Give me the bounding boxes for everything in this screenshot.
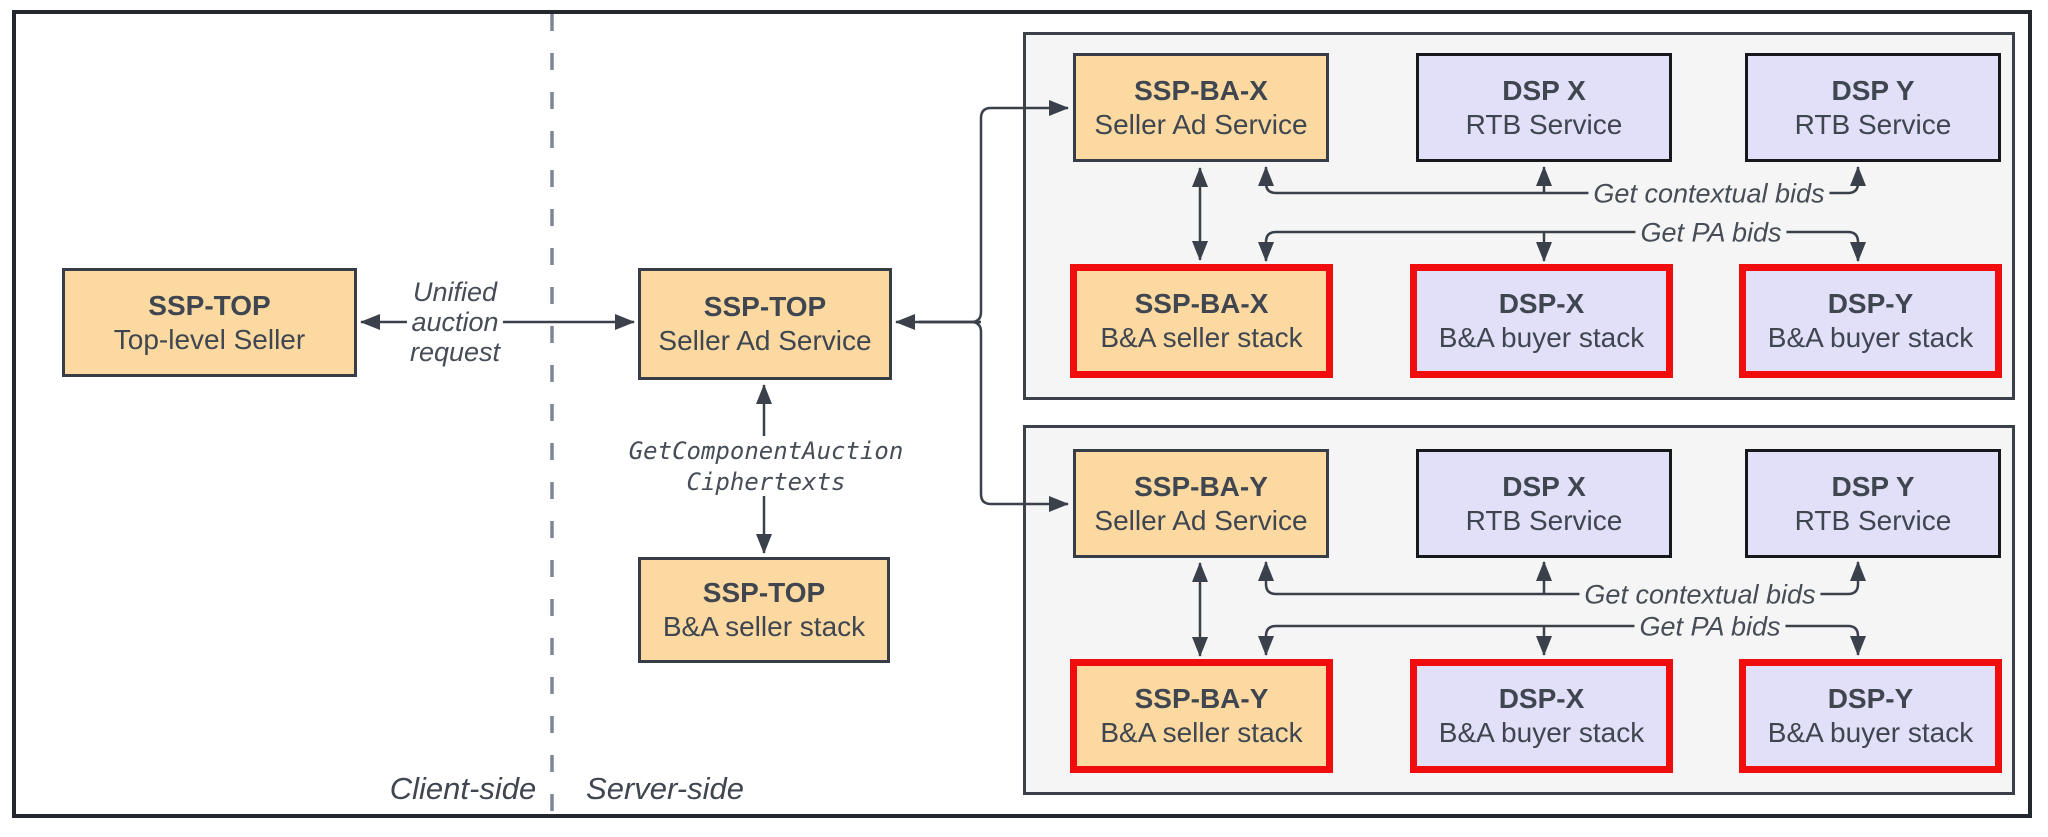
label-line: Unified <box>408 277 502 307</box>
box-subtitle: RTB Service <box>1465 108 1623 140</box>
label-line: request <box>405 337 505 367</box>
box-subtitle: B&A seller stack <box>1100 322 1303 353</box>
box-ssp-ba-x-ba-seller-stack: SSP-BA-X B&A seller stack <box>1070 264 1333 378</box>
box-ssp-ba-y-ba-seller-stack: SSP-BA-Y B&A seller stack <box>1070 659 1333 773</box>
box-subtitle: B&A buyer stack <box>1767 717 1974 748</box>
box-title: SSP-TOP <box>702 577 826 608</box>
box-ssp-top-seller-ad-service: SSP-TOP Seller Ad Service <box>638 268 892 380</box>
box-subtitle: B&A seller stack <box>1100 717 1303 748</box>
box-subtitle: Seller Ad Service <box>1094 504 1308 536</box>
box-subtitle: Top-level Seller <box>113 323 306 355</box>
box-dsp-y-rtb-service-panel-y: DSP Y RTB Service <box>1745 449 2001 558</box>
box-dsp-y-ba-buyer-stack-panel-x: DSP-Y B&A buyer stack <box>1739 264 2002 378</box>
edge-y-pa <box>1258 624 1866 656</box>
label-unified-auction-request: Unified auction request <box>405 277 505 367</box>
box-subtitle: RTB Service <box>1794 108 1952 140</box>
label-get-pa-bids-panel-y: Get PA bids <box>1634 611 1786 643</box>
box-title: SSP-BA-Y <box>1134 470 1268 502</box>
edge-x-contextual <box>1258 166 1866 195</box>
box-subtitle: B&A buyer stack <box>1767 322 1974 353</box>
edge-trunk-to-panel-y <box>919 320 1069 512</box>
zone-label-client-side: Client-side <box>389 771 537 806</box>
label-get-contextual-bids-panel-x: Get contextual bids <box>1588 178 1830 210</box>
box-title: DSP-X <box>1498 683 1585 714</box>
box-subtitle: Seller Ad Service <box>658 325 872 356</box>
box-subtitle: RTB Service <box>1465 504 1623 536</box>
edge-x-pa <box>1258 230 1866 262</box>
box-title: DSP-X <box>1498 288 1585 319</box>
box-title: SSP-BA-X <box>1134 74 1268 106</box>
box-title: SSP-BA-X <box>1134 288 1269 319</box>
box-dsp-x-rtb-service-panel-y: DSP X RTB Service <box>1416 449 1672 558</box>
label-get-contextual-bids-panel-y: Get contextual bids <box>1579 579 1821 611</box>
box-ssp-top-top-level-seller: SSP-TOP Top-level Seller <box>62 268 357 377</box>
box-dsp-y-rtb-service-panel-x: DSP Y RTB Service <box>1745 53 2001 162</box>
box-title: SSP-BA-Y <box>1134 683 1269 714</box>
box-title: DSP Y <box>1831 74 1915 106</box>
edge-y-contextual <box>1258 561 1866 596</box>
zone-label-server-side: Server-side <box>586 771 744 806</box>
box-title: DSP X <box>1502 470 1586 502</box>
box-dsp-x-ba-buyer-stack-panel-y: DSP-X B&A buyer stack <box>1410 659 1673 773</box>
label-line: GetComponentAuction <box>624 437 908 465</box>
box-ssp-ba-y-seller-ad-service: SSP-BA-Y Seller Ad Service <box>1073 449 1329 558</box>
label-get-component-auction-ciphertexts: GetComponentAuction Ciphertexts <box>624 436 908 498</box>
label-get-pa-bids-panel-x: Get PA bids <box>1635 217 1787 249</box>
box-dsp-x-ba-buyer-stack-panel-x: DSP-X B&A buyer stack <box>1410 264 1673 378</box>
box-title: DSP-Y <box>1827 683 1914 714</box>
box-title: DSP Y <box>1831 470 1915 502</box>
label-line: Ciphertexts <box>682 468 850 496</box>
box-subtitle: RTB Service <box>1794 504 1952 536</box>
box-ssp-ba-x-seller-ad-service: SSP-BA-X Seller Ad Service <box>1073 53 1329 162</box>
box-subtitle: B&A buyer stack <box>1438 322 1645 353</box>
box-subtitle: B&A seller stack <box>662 611 866 642</box>
box-dsp-x-rtb-service-panel-x: DSP X RTB Service <box>1416 53 1672 162</box>
box-title: DSP-Y <box>1827 288 1914 319</box>
box-title: DSP X <box>1502 74 1586 106</box>
box-ssp-top-ba-seller-stack: SSP-TOP B&A seller stack <box>638 557 890 663</box>
box-title: SSP-TOP <box>148 289 271 321</box>
box-title: SSP-TOP <box>703 291 827 322</box>
label-line: auction <box>407 307 503 337</box>
box-dsp-y-ba-buyer-stack-panel-y: DSP-Y B&A buyer stack <box>1739 659 2002 773</box>
box-subtitle: Seller Ad Service <box>1094 108 1308 140</box>
box-subtitle: B&A buyer stack <box>1438 717 1645 748</box>
edge-trunk-to-panel-x <box>919 100 1069 324</box>
outer-frame <box>12 10 2032 818</box>
